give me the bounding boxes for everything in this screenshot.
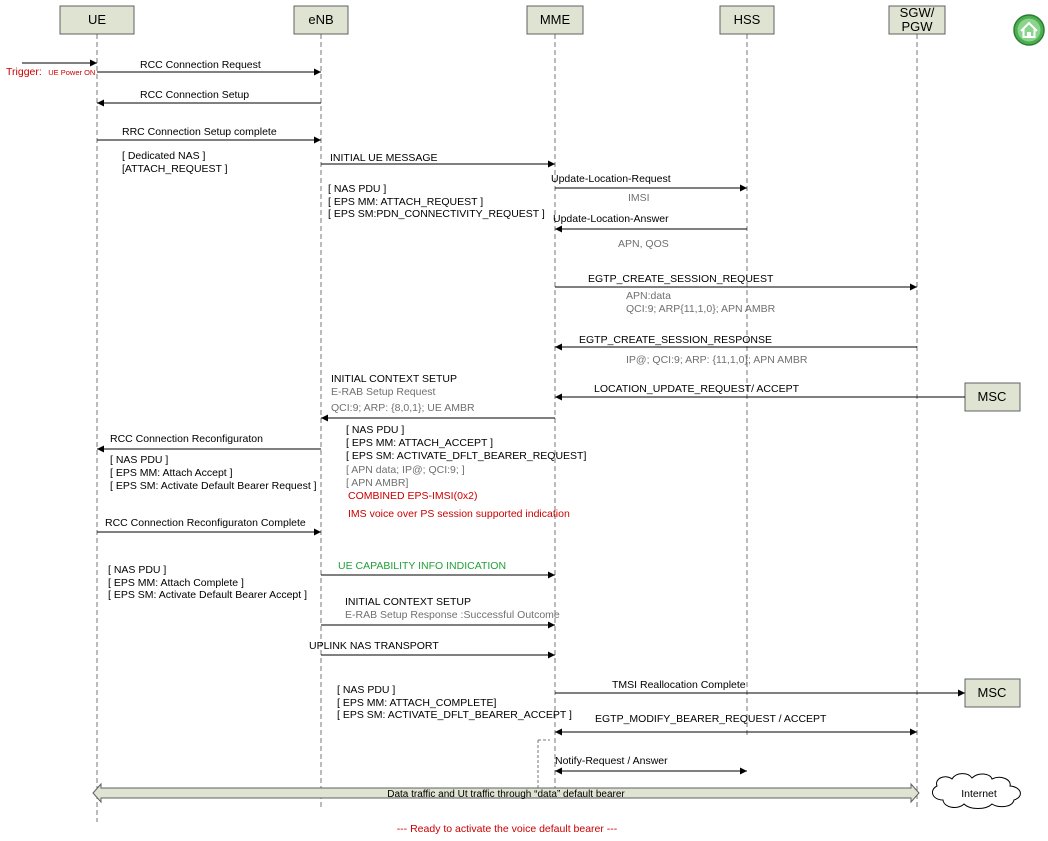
data-traffic-bar: Data traffic and Ut traffic through “dat… — [92, 782, 920, 804]
nas-pdu-note-5: [ NAS PDU ] — [337, 684, 395, 696]
erab-setup-request-label: E-RAB Setup Request — [331, 386, 436, 398]
imsi-param: IMSI — [628, 192, 650, 204]
rcc-connection-request-label: RCC Connection Request — [140, 59, 261, 71]
eps-mm-attach-accept-note-2: [ EPS MM: Attach Accept ] — [110, 467, 233, 479]
nas-pdu-note: [ NAS PDU ] — [328, 183, 386, 195]
update-location-request-label: Update-Location-Request — [551, 173, 671, 185]
rcc-reconfiguration-label: RCC Connection Reconfiguraton — [110, 433, 263, 445]
svg-text:SGW/: SGW/ — [900, 5, 935, 20]
ue-entity: UE — [59, 5, 135, 35]
eps-sm-activate-request-note: [ EPS SM: Activate Default Bearer Reques… — [110, 480, 317, 492]
erab-setup-response-label: E-RAB Setup Response :Successful Outcome — [345, 609, 560, 621]
internet-cloud: Internet — [931, 773, 1021, 809]
footer-note: --- Ready to activate the voice default … — [397, 823, 618, 835]
uplink-nas-transport-label: UPLINK NAS TRANSPORT — [309, 640, 439, 652]
home-icon[interactable] — [1013, 14, 1045, 46]
egtp-modify-bearer-label: EGTP_MODIFY_BEARER_REQUEST / ACCEPT — [595, 713, 827, 725]
svg-text:UE: UE — [88, 12, 106, 27]
svg-text:MSC: MSC — [978, 685, 1007, 700]
hss-entity: HSS — [719, 5, 775, 35]
eps-mm-attach-complete-note: [ EPS MM: Attach Complete ] — [108, 577, 244, 589]
svg-text:Internet: Internet — [961, 788, 997, 800]
svg-text:MSC: MSC — [978, 389, 1007, 404]
msc-entity-top: MSC — [964, 382, 1021, 412]
egtp-create-session-request-label: EGTP_CREATE_SESSION_REQUEST — [588, 273, 774, 285]
qci-arp-param: QCI:9; ARP{11,1,0}; APN AMBR — [626, 303, 776, 315]
svg-text:MME: MME — [540, 12, 571, 27]
ip-qci-arp-param: IP@; QCI:9; ARP: {11,1,0}; APN AMBR — [626, 354, 808, 366]
svg-text:HSS: HSS — [734, 12, 761, 27]
combined-eps-imsi-note: COMBINED EPS-IMSI(0x2) — [348, 490, 478, 502]
qci-arp-ue-ambr-param: QCI:9; ARP: {8,0,1}; UE AMBR — [331, 402, 475, 414]
svg-text:PGW: PGW — [901, 19, 933, 34]
eps-sm-activate-accept-note-2: [ EPS SM: ACTIVATE_DFLT_BEARER_ACCEPT ] — [337, 709, 572, 721]
eps-sm-activate-bearer-request-note: [ EPS SM: ACTIVATE_DFLT_BEARER_REQUEST] — [346, 450, 586, 462]
update-location-answer-label: Update-Location-Answer — [553, 213, 669, 225]
nas-pdu-note-3: [ NAS PDU ] — [110, 454, 168, 466]
eps-mm-attach-request-note: [ EPS MM: ATTACH_REQUEST ] — [328, 196, 483, 208]
mme-entity: MME — [526, 5, 584, 35]
svg-text:eNB: eNB — [308, 12, 333, 27]
sgw-pgw-entity: SGW/ PGW — [888, 5, 946, 35]
data-traffic-label: Data traffic and Ut traffic through “dat… — [387, 789, 625, 800]
initial-ue-message-label: INITIAL UE MESSAGE — [330, 152, 438, 164]
tmsi-reallocation-label: TMSI Reallocation Complete — [612, 679, 746, 691]
notify-request-label: Notify-Request / Answer — [555, 755, 668, 767]
location-update-label: LOCATION_UPDATE_REQUEST/ ACCEPT — [594, 383, 800, 395]
trigger-label: Trigger: UE Power ON — [6, 62, 95, 79]
eps-sm-pdn-connectivity-note: [ EPS SM:PDN_CONNECTIVITY_REQUEST ] — [328, 208, 545, 220]
nas-pdu-note-2: [ NAS PDU ] — [346, 424, 404, 436]
rrc-setup-complete-label: RRC Connection Setup complete — [122, 126, 277, 138]
enb-entity: eNB — [293, 5, 349, 35]
rcc-connection-setup-label: RCC Connection Setup — [140, 89, 249, 101]
egtp-create-session-response-label: EGTP_CREATE_SESSION_RESPONSE — [579, 334, 772, 346]
nas-pdu-note-4: [ NAS PDU ] — [108, 564, 166, 576]
ims-voice-indication-note: IMS voice over PS session supported indi… — [348, 508, 570, 520]
eps-mm-attach-complete-note-2: [ EPS MM: ATTACH_COMPLETE] — [337, 697, 497, 709]
apn-data-ip-qci-note: [ APN data; IP@; QCI:9; ] — [346, 464, 465, 476]
dedicated-nas-note: [ Dedicated NAS ] — [122, 150, 206, 162]
eps-mm-attach-accept-note: [ EPS MM: ATTACH_ACCEPT ] — [346, 437, 493, 449]
rcc-reconfiguration-complete-label: RCC Connection Reconfiguraton Complete — [105, 517, 306, 529]
msc-entity-bottom: MSC — [964, 678, 1021, 708]
ue-capability-info-label: UE CAPABILITY INFO INDICATION — [338, 560, 506, 572]
attach-request-note: [ATTACH_REQUEST ] — [122, 163, 228, 175]
apn-data-param: APN:data — [626, 290, 671, 302]
initial-context-setup-label-2: INITIAL CONTEXT SETUP — [345, 596, 471, 608]
apn-ambr-note: [ APN AMBR] — [346, 477, 409, 489]
apn-qos-param: APN, QOS — [618, 238, 669, 250]
initial-context-setup-label: INITIAL CONTEXT SETUP — [331, 373, 457, 385]
eps-sm-activate-accept-note: [ EPS SM: Activate Default Bearer Accept… — [108, 589, 307, 601]
